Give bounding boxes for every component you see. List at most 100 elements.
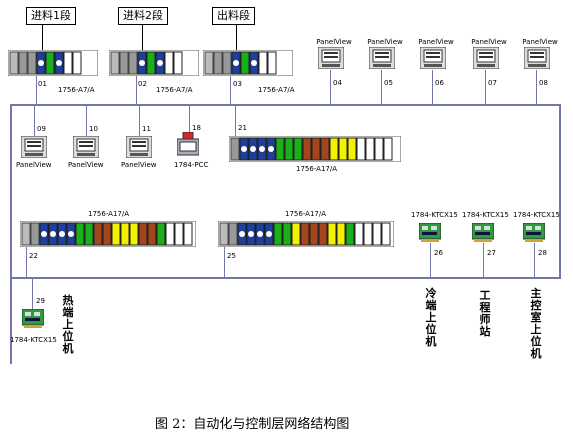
drop-line xyxy=(224,247,225,277)
node-number: 08 xyxy=(539,79,548,87)
node-number: 05 xyxy=(384,79,393,87)
drop-line xyxy=(485,70,486,104)
node-number: 04 xyxy=(333,79,342,87)
connector-line xyxy=(42,24,43,50)
node-number: 21 xyxy=(238,124,247,132)
chassis-21 xyxy=(229,136,401,162)
drop-line xyxy=(235,106,236,136)
node-number: 01 xyxy=(38,80,47,88)
panelview-title: PanelView xyxy=(522,38,558,46)
connector-line xyxy=(236,24,237,50)
node-number: 29 xyxy=(36,297,45,305)
panelview-label: PanelView xyxy=(121,161,157,169)
panelview-icon xyxy=(368,46,396,70)
panelview-title: PanelView xyxy=(367,38,403,46)
chassis-model: 1756-A17/A xyxy=(296,165,338,173)
panelview-07: PanelView xyxy=(465,38,513,73)
ktcx-card-icon xyxy=(22,309,44,328)
section-label-3: 出料段 xyxy=(212,7,255,25)
panelview-06: PanelView xyxy=(412,38,460,73)
ktcx-card-icon xyxy=(523,223,545,242)
panelview-title: PanelView xyxy=(418,38,454,46)
ktcx-model: 1784-KTCX15 xyxy=(10,336,57,344)
section-label-1: 进料1段 xyxy=(26,7,76,25)
drop-line xyxy=(189,106,190,132)
station-label: 主控室上位机 xyxy=(530,287,542,360)
main-bus xyxy=(10,104,561,106)
node-number: 03 xyxy=(233,80,242,88)
drop-line xyxy=(536,70,537,104)
pcc-label: 1784-PCC xyxy=(174,161,209,169)
node-number: 07 xyxy=(488,79,497,87)
ktcx-card-icon xyxy=(472,223,494,242)
panelview-icon xyxy=(73,136,99,158)
chassis-icon xyxy=(202,49,294,77)
drop-line xyxy=(432,70,433,104)
panelview-label: PanelView xyxy=(16,161,52,169)
node-number: 18 xyxy=(192,124,201,132)
panelview-icon xyxy=(126,136,152,158)
panelview-title: PanelView xyxy=(471,38,507,46)
drop-line xyxy=(430,243,431,277)
node-number: 11 xyxy=(142,125,151,133)
chassis-22 xyxy=(20,221,196,247)
node-number: 27 xyxy=(487,249,496,257)
ktcx-model: 1784-KTCX15 xyxy=(513,211,560,219)
chassis-model: 1756-A7/A xyxy=(258,86,295,94)
drop-line xyxy=(230,76,231,104)
chassis-03 xyxy=(202,49,294,80)
chassis-02 xyxy=(108,49,200,80)
node-number: 09 xyxy=(37,125,46,133)
panelview-icon xyxy=(419,46,447,70)
drop-line xyxy=(330,70,331,104)
node-number: 26 xyxy=(434,249,443,257)
chassis-25 xyxy=(218,221,394,247)
drop-line xyxy=(36,76,37,104)
bus-right-drop xyxy=(559,104,561,279)
panelview-05: PanelView xyxy=(361,38,409,73)
station-label: 工程师站 xyxy=(479,289,491,338)
chassis-icon xyxy=(108,49,200,77)
ktcx-card-icon xyxy=(419,223,441,242)
drop-line xyxy=(534,243,535,277)
connector-line xyxy=(142,24,143,50)
panelview-icon xyxy=(523,46,551,70)
ktcx-model: 1784-KTCX15 xyxy=(462,211,509,219)
node-number: 22 xyxy=(29,252,38,260)
node-number: 02 xyxy=(138,80,147,88)
drop-line xyxy=(34,106,35,136)
drop-line xyxy=(381,70,382,104)
panelview-04: PanelView xyxy=(310,38,358,73)
panelview-icon xyxy=(472,46,500,70)
chassis-model: 1756-A17/A xyxy=(88,210,130,218)
drop-line xyxy=(139,106,140,136)
panelview-title: PanelView xyxy=(316,38,352,46)
chassis-model: 1756-A17/A xyxy=(285,210,327,218)
node-number: 06 xyxy=(435,79,444,87)
bus-left-drop xyxy=(10,104,12,364)
figure-caption: 图 2：自动化与控制层网络结构图 xyxy=(155,417,350,432)
chassis-model: 1756-A7/A xyxy=(58,86,95,94)
node-number: 28 xyxy=(538,249,547,257)
drop-line xyxy=(26,247,27,277)
node-number: 10 xyxy=(89,125,98,133)
chassis-model: 1756-A7/A xyxy=(156,86,193,94)
drop-line xyxy=(483,243,484,277)
drop-line xyxy=(86,106,87,136)
drop-line xyxy=(32,279,33,309)
section-label-2: 进料2段 xyxy=(118,7,168,25)
panelview-icon xyxy=(317,46,345,70)
panelview-icon xyxy=(21,136,47,158)
ktcx-model: 1784-KTCX15 xyxy=(411,211,458,219)
station-label: 热端上位机 xyxy=(62,294,74,355)
node-number: 25 xyxy=(227,252,236,260)
pcc-card-icon xyxy=(177,132,199,156)
chassis-01 xyxy=(7,49,99,80)
panelview-08: PanelView xyxy=(516,38,564,73)
station-label: 冷端上位机 xyxy=(425,287,437,348)
lower-bus xyxy=(10,277,561,279)
panelview-label: PanelView xyxy=(68,161,104,169)
chassis-icon xyxy=(7,49,99,77)
drop-line xyxy=(136,76,137,104)
